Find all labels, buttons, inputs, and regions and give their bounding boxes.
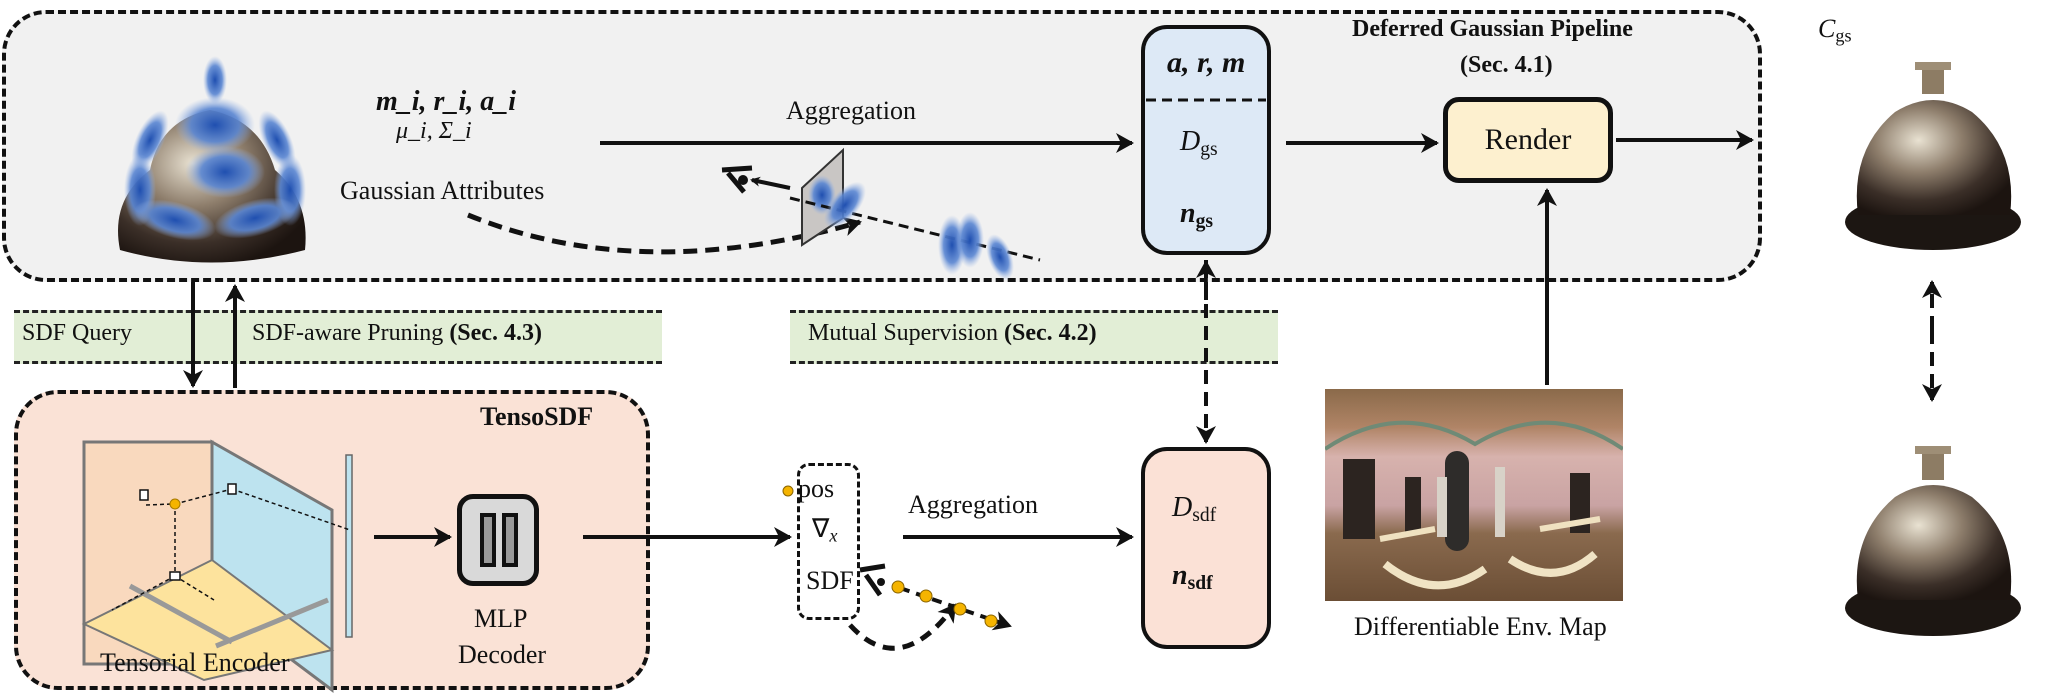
rendered-bell-image	[1845, 62, 2021, 250]
gaussian-panel-title: Deferred Gaussian Pipeline	[1352, 16, 1633, 42]
gs-feature-buffer	[1141, 25, 1271, 255]
mutual-supervision-band	[790, 310, 1278, 364]
camera-eye-icon	[721, 165, 791, 194]
mlp-caption-line1: MLP	[474, 604, 528, 633]
aggregation-label-sdf: Aggregation	[908, 490, 1038, 519]
sample-point	[891, 580, 905, 594]
tensorial-encoder-caption: Tensorial Encoder	[100, 648, 290, 677]
gaussian-attributes-line1: m_i, r_i, a_i	[376, 86, 517, 117]
gaussian-attributes-caption: Gaussian Attributes	[340, 176, 545, 205]
render-label: Render	[1484, 123, 1572, 156]
gaussian-bell-image	[118, 56, 306, 263]
gaussian-blob	[986, 234, 1014, 280]
gaussian-blob	[956, 212, 984, 268]
env-map-illustration	[1325, 420, 1623, 590]
gaussian-attributes-line2: μ_i, Σ_i	[396, 118, 472, 144]
sdf-query-label: SDF Query	[22, 320, 133, 346]
rendered-color-label: Cgs	[1818, 14, 1852, 46]
mlp-layer	[480, 513, 496, 567]
mlp-caption-line2: Decoder	[458, 640, 547, 669]
sdf-depth-label: Dsdf	[1172, 492, 1217, 526]
gradient-label: ∇x	[812, 514, 838, 546]
sdf-pruning-label: SDF-aware Pruning (Sec. 4.3)	[252, 320, 542, 346]
mlp-layer	[502, 513, 518, 567]
sdf-label: SDF	[806, 566, 854, 595]
pos-label: pos	[798, 474, 835, 503]
mutual-supervision-label: Mutual Supervision (Sec. 4.2)	[808, 320, 1097, 346]
pos-point-icon	[782, 485, 794, 497]
camera-eye-icon	[859, 563, 886, 597]
gs-depth-label: Dgs	[1180, 126, 1218, 160]
sdf-sample-box	[797, 463, 860, 620]
mlp-decoder-icon	[457, 494, 539, 586]
tensorial-encoder-icon	[81, 439, 353, 693]
projection-curve-sdf	[848, 603, 958, 651]
feature-buffer-top: a, r, m	[1167, 46, 1246, 79]
render-box: Render	[1443, 97, 1613, 183]
sdf-band	[14, 310, 662, 364]
tensosdf-title: TensoSDF	[480, 402, 594, 431]
env-map-caption: Differentiable Env. Map	[1354, 612, 1607, 641]
sample-point	[984, 614, 998, 628]
gs-normal-label: ngs	[1180, 198, 1214, 232]
sdf-feature-buffer	[1141, 447, 1271, 649]
aggregation-label-gs: Aggregation	[786, 96, 916, 125]
reference-bell-image	[1845, 446, 2021, 636]
environment-map-image	[1325, 389, 1623, 601]
gaussian-blob	[824, 181, 866, 229]
sample-point	[953, 602, 967, 616]
gaussian-panel-section: (Sec. 4.1)	[1460, 52, 1553, 78]
sdf-normal-label: nsdf	[1172, 560, 1213, 594]
sample-point	[919, 589, 933, 603]
